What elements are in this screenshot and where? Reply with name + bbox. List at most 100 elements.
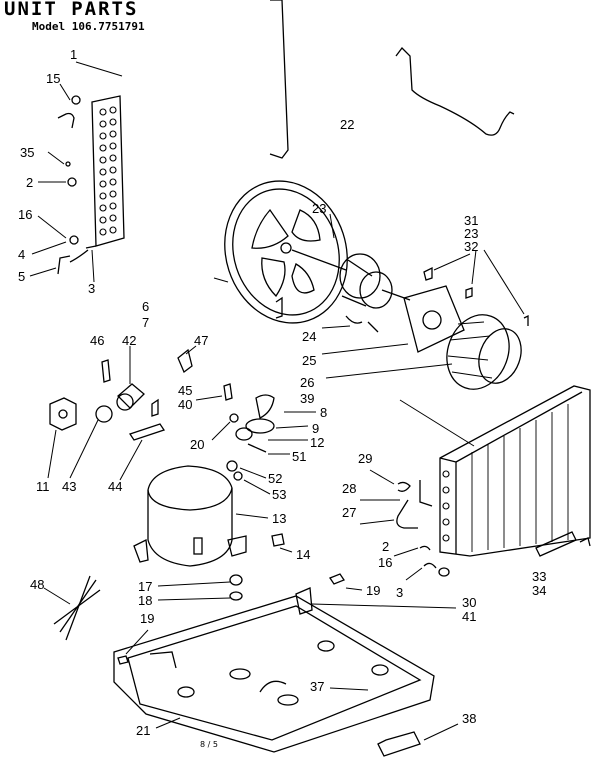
callout-2: 2 bbox=[26, 175, 34, 190]
callout-19: 19 bbox=[366, 583, 381, 598]
sleeve-part-16 bbox=[69, 235, 79, 245]
callout-38: 38 bbox=[462, 711, 477, 726]
wire-part-22 bbox=[395, 47, 515, 136]
bracket-part-47 bbox=[177, 348, 193, 374]
callout-41: 41 bbox=[462, 609, 477, 624]
relay-part-11 bbox=[49, 397, 77, 431]
clip-part-29 bbox=[397, 481, 411, 492]
callout-35: 35 bbox=[20, 145, 35, 160]
evaporator-coil bbox=[439, 385, 591, 557]
partition-panel bbox=[269, 0, 289, 159]
callout-21: 21 bbox=[136, 723, 151, 738]
callout-45: 45 bbox=[178, 383, 193, 398]
screw-part-31 bbox=[423, 266, 433, 281]
gasket-part-8 bbox=[255, 394, 275, 419]
callout-33: 33 bbox=[532, 569, 547, 584]
callout-39: 39 bbox=[300, 391, 315, 406]
callout-42: 42 bbox=[122, 333, 137, 348]
callout-23: 23 bbox=[312, 201, 327, 216]
callout-29: 29 bbox=[358, 451, 373, 466]
model-number: Model 106.7751791 bbox=[32, 20, 145, 33]
callout-6: 6 bbox=[142, 299, 150, 314]
callout-16b: 16 bbox=[378, 555, 393, 570]
callout-53: 53 bbox=[272, 487, 287, 502]
callout-47: 47 bbox=[194, 333, 209, 348]
screw-part-46 bbox=[101, 359, 111, 383]
tube-part-5 bbox=[57, 255, 71, 275]
callout-2b: 2 bbox=[382, 539, 390, 554]
page-mark: 8 / 5 bbox=[200, 740, 218, 749]
callout-25: 25 bbox=[302, 353, 317, 368]
bolt-part-51 bbox=[247, 443, 267, 453]
sleeve-part-2 bbox=[67, 177, 77, 187]
callout-1: 1 bbox=[70, 47, 78, 62]
callout-11: 11 bbox=[36, 479, 50, 494]
strap-part-44 bbox=[128, 423, 166, 441]
callout-40: 40 bbox=[178, 397, 193, 412]
motor-mount-bracket bbox=[403, 285, 465, 353]
callout-12: 12 bbox=[310, 435, 325, 450]
callout-3b: 3 bbox=[396, 585, 404, 600]
grommet-part-30 bbox=[438, 567, 450, 577]
callout-32: 32 bbox=[464, 239, 479, 254]
fan-motor bbox=[291, 249, 411, 333]
callout-3: 3 bbox=[88, 281, 96, 296]
tube-part-27 bbox=[396, 499, 418, 529]
bracket-part-38 bbox=[377, 731, 421, 757]
screw-part-19b bbox=[117, 655, 129, 665]
callout-48: 48 bbox=[30, 577, 45, 592]
callout-9: 9 bbox=[312, 421, 320, 436]
blower-wheel bbox=[446, 314, 522, 390]
elbow-part-15 bbox=[57, 112, 75, 129]
compressor bbox=[133, 465, 247, 567]
callout-28: 28 bbox=[342, 481, 357, 496]
callout-31: 31 bbox=[464, 213, 479, 228]
base-pan bbox=[113, 595, 435, 753]
screw-part-45 bbox=[151, 398, 159, 417]
screw-part-32 bbox=[465, 287, 473, 299]
grommet-part-17 bbox=[229, 574, 243, 586]
callout-14: 14 bbox=[296, 547, 311, 562]
washer-part-12 bbox=[235, 427, 253, 441]
callout-4: 4 bbox=[18, 247, 26, 262]
callout-20: 20 bbox=[190, 437, 205, 452]
callout-22: 22 bbox=[340, 117, 355, 132]
callout-24: 24 bbox=[302, 329, 317, 344]
clip-part-32b bbox=[523, 314, 529, 326]
callout-16: 16 bbox=[18, 207, 33, 222]
bracket-part-under-shroud bbox=[275, 296, 283, 319]
sleeve-part-3b bbox=[423, 562, 437, 569]
spacer-part-18 bbox=[229, 591, 243, 601]
nut-part-14 bbox=[271, 533, 285, 547]
callout-34: 34 bbox=[532, 583, 547, 598]
clip-part-35 bbox=[65, 161, 71, 167]
callout-44: 44 bbox=[108, 479, 123, 494]
callout-7: 7 bbox=[142, 315, 150, 330]
tie-part-48 bbox=[53, 575, 101, 641]
callout-23b: 23 bbox=[464, 226, 479, 241]
capacitor-part-42 bbox=[116, 383, 145, 411]
callout-8: 8 bbox=[320, 405, 328, 420]
screw-part-19a bbox=[329, 573, 345, 585]
callout-37: 37 bbox=[310, 679, 325, 694]
callout-26: 26 bbox=[300, 375, 315, 390]
fan-shroud bbox=[224, 180, 348, 324]
overload-part-43 bbox=[95, 405, 113, 423]
callout-51: 51 bbox=[292, 449, 307, 464]
callout-27: 27 bbox=[342, 505, 357, 520]
callout-13: 13 bbox=[272, 511, 287, 526]
callout-17: 17 bbox=[138, 579, 153, 594]
sleeve-part-16b bbox=[419, 545, 431, 551]
callout-43: 43 bbox=[62, 479, 77, 494]
condenser-side-panel bbox=[69, 95, 125, 263]
callout-52: 52 bbox=[268, 471, 283, 486]
callout-46: 46 bbox=[90, 333, 105, 348]
diagram-title: UNIT PARTS bbox=[4, 0, 139, 20]
callout-5: 5 bbox=[18, 269, 26, 284]
grommet-part-52 bbox=[226, 460, 238, 472]
screw-part-40 bbox=[223, 383, 233, 401]
callout-30: 30 bbox=[462, 595, 477, 610]
callout-19b: 19 bbox=[140, 611, 155, 626]
gasket-part-9 bbox=[245, 418, 275, 434]
